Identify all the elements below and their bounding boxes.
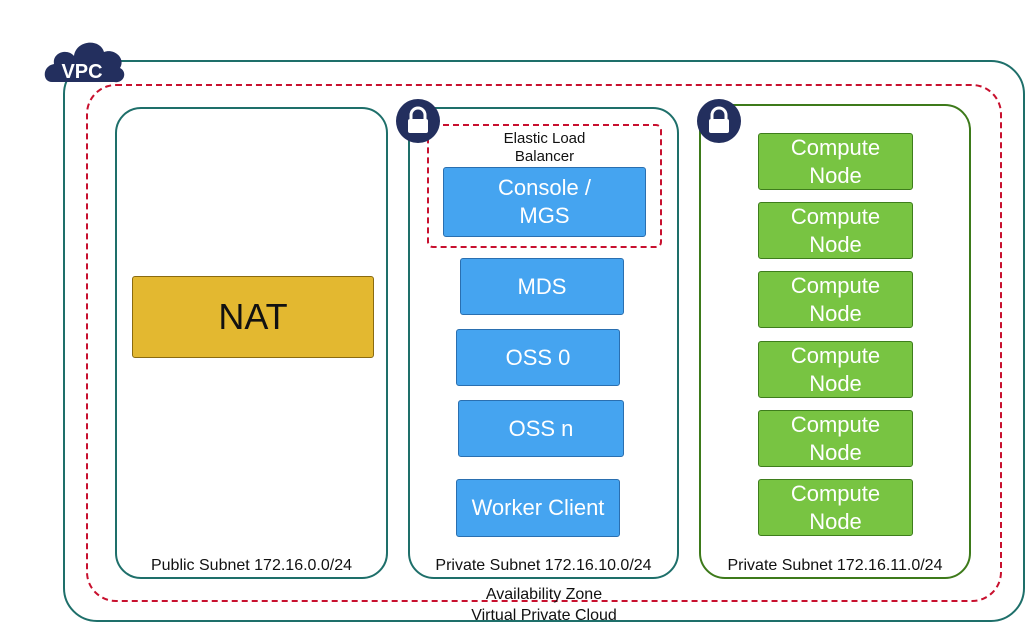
public-subnet-label: Public Subnet 172.16.0.0/24 [150, 557, 353, 574]
lock-icon [697, 99, 741, 143]
vpc-cloud-icon: VPC [44, 42, 125, 83]
availability-zone-label: Availability Zone [485, 586, 603, 603]
vpc-label: Virtual Private Cloud [471, 607, 617, 624]
mds-node: MDS [460, 258, 624, 315]
elastic-load-balancer-label: Elastic Load Balancer [503, 130, 586, 165]
private-subnet-10-label: Private Subnet 172.16.10.0/24 [435, 557, 652, 574]
oss-n-node: OSS n [458, 400, 624, 457]
elastic-load-balancer-box [427, 124, 662, 248]
worker-client-node: Worker Client [456, 479, 620, 537]
lock-icon [396, 99, 440, 143]
availability-zone-container [86, 84, 1002, 602]
public-subnet: Public Subnet 172.16.0.0/24 [115, 107, 388, 579]
compute-node: Compute Node [758, 341, 913, 398]
vpc-container [63, 60, 1025, 622]
private-subnet-11: Private Subnet 172.16.11.0/24 [699, 104, 971, 579]
console-mgs-node: Console / MGS [443, 167, 646, 237]
compute-node: Compute Node [758, 271, 913, 328]
vpc-badge-label: VPC [61, 61, 102, 83]
nat-node: NAT [132, 276, 374, 358]
compute-node: Compute Node [758, 479, 913, 536]
compute-node: Compute Node [758, 202, 913, 259]
oss-0-node: OSS 0 [456, 329, 620, 386]
private-subnet-10: Private Subnet 172.16.10.0/24 [408, 107, 679, 579]
compute-node: Compute Node [758, 133, 913, 190]
compute-node: Compute Node [758, 410, 913, 467]
private-subnet-11-label: Private Subnet 172.16.11.0/24 [727, 557, 943, 574]
